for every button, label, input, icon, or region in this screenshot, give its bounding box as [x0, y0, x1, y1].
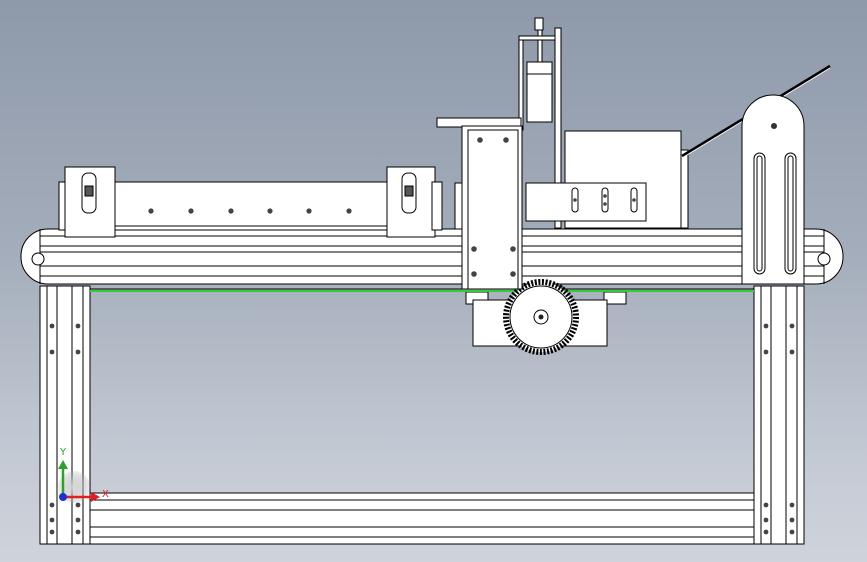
- main-beam: [20, 228, 844, 292]
- carriage-plate-holes: [471, 137, 516, 277]
- right-end-bracket: [386, 166, 443, 238]
- carriage-plate: [461, 125, 523, 290]
- z-axis-tower: [436, 17, 562, 229]
- right-leg-holes: [763, 323, 795, 535]
- bottom-rail: [89, 492, 755, 545]
- x-arrow-head: [91, 492, 100, 502]
- left-leg-holes: [49, 323, 81, 535]
- y-arrow-head: [58, 460, 68, 469]
- slot-holes: [573, 194, 636, 206]
- upper-left-bar: [114, 181, 388, 231]
- left-leg: [39, 285, 91, 545]
- bar-holes: [148, 208, 352, 214]
- slotted-plate: [525, 182, 647, 222]
- z-axis-dot: [59, 493, 67, 501]
- x-axis-label: X: [102, 489, 109, 500]
- y-axis-label: Y: [59, 447, 67, 458]
- right-tall-bracket: [741, 94, 805, 285]
- drive-gear: [503, 279, 579, 355]
- coordinate-triad: Y X: [58, 447, 109, 503]
- left-end-bracket: [58, 166, 116, 238]
- right-leg: [753, 285, 805, 545]
